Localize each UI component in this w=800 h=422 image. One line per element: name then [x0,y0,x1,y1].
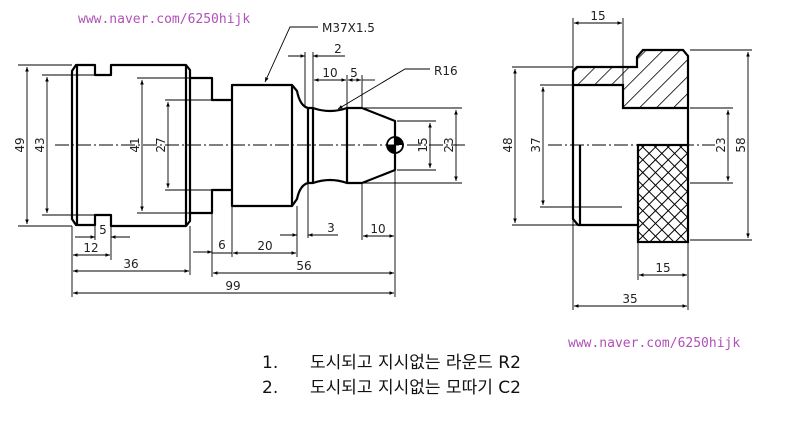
note-2-number: 2. [262,378,278,398]
dim-43: 43 [33,137,47,152]
dim-12: 12 [83,241,98,255]
dim-3: 3 [327,221,335,235]
dim-5-top: 5 [350,66,358,80]
dim-56: 56 [296,259,311,273]
dim-10-top: 10 [322,66,337,80]
nut-dim-37: 37 [529,137,543,152]
knurl-pattern [636,143,690,244]
dim-10-bottom: 10 [370,222,385,236]
nut-dim-23: 23 [714,137,728,152]
note-1-text: 도시되고 지시없는 라운드 R2 [310,353,521,373]
thread-callout: M37X1.5 [322,21,375,35]
dim-36: 36 [123,257,138,271]
dim-5: 5 [99,223,107,237]
dim-41: 41 [128,137,142,152]
dim-6: 6 [218,238,226,252]
note-2-text: 도시되고 지시없는 모따기 C2 [310,378,521,398]
nut-dim-15-bottom: 15 [655,261,670,275]
watermark-top: www.naver.com/6250hijk [78,12,250,27]
dim-2: 2 [334,42,342,56]
nut-dim-35: 35 [622,292,637,306]
dim-99: 99 [225,279,240,293]
radius-callout: R16 [434,64,458,78]
shaft-dimensions: 49 43 41 27 15 23 5 12 36 99 [13,21,462,297]
nut-dim-15-top: 15 [590,9,605,23]
nut-dim-48: 48 [501,137,515,152]
dim-23: 23 [442,137,456,152]
dim-49: 49 [13,137,27,152]
nut-dim-58: 58 [734,137,748,152]
dim-20: 20 [257,239,272,253]
notes: 1. 도시되고 지시없는 라운드 R2 2. 도시되고 지시없는 모따기 C2 [262,353,521,398]
dim-15: 15 [416,137,430,152]
section-hatch [571,48,690,110]
nut-dimensions: 15 48 37 23 58 15 35 [501,9,752,310]
shaft-view [55,63,465,228]
dim-27: 27 [154,137,168,152]
watermark-bottom: www.naver.com/6250hijk [568,336,740,351]
note-1-number: 1. [262,353,278,373]
